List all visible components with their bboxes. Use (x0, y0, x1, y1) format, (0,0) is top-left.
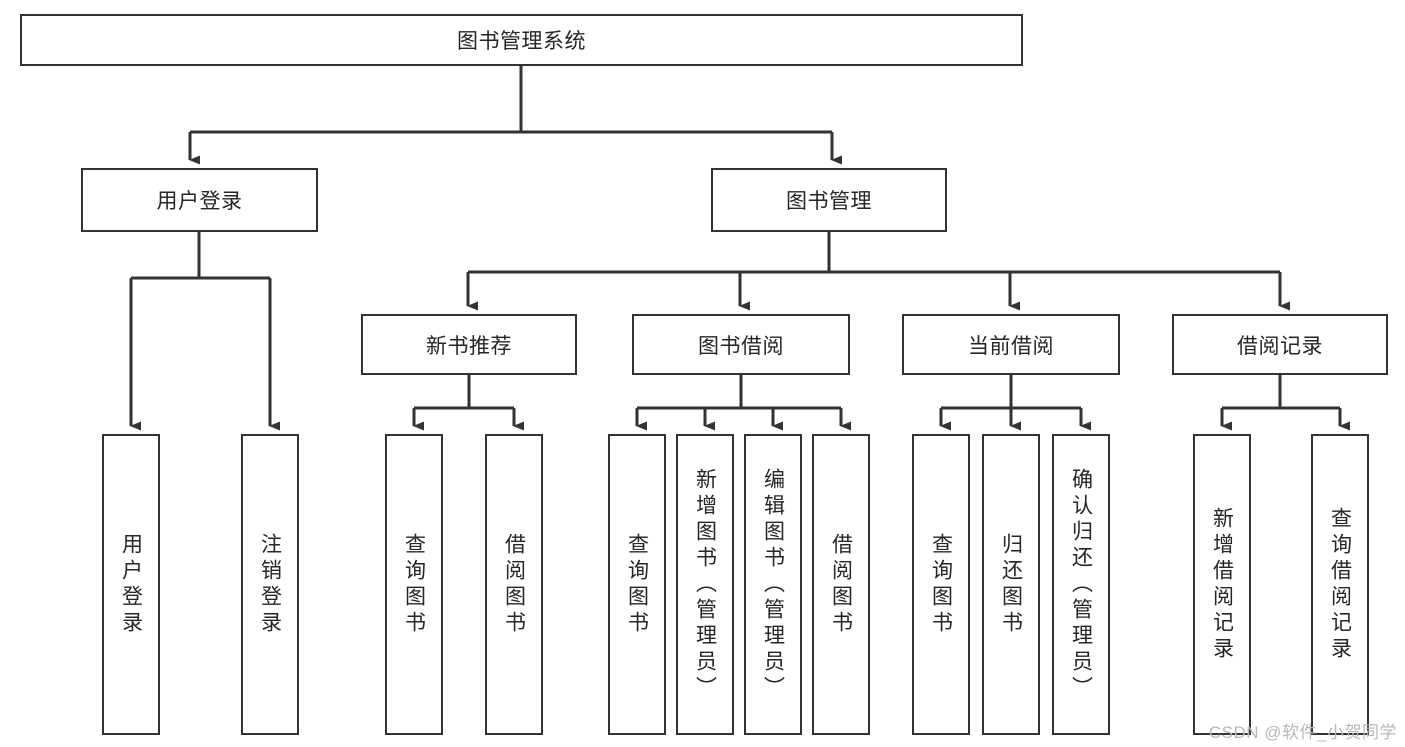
node-book-management[interactable]: 图书管理 (711, 168, 947, 232)
node-leaf-logout[interactable]: 注销登录 (241, 434, 299, 735)
node-leaf-query-record[interactable]: 查询借阅记录 (1311, 434, 1369, 735)
node-label: 注销登录 (258, 532, 282, 637)
node-label: 编辑图书（管理员） (761, 467, 785, 702)
node-root-book-management-system[interactable]: 图书管理系统 (20, 14, 1023, 66)
node-label: 归还图书 (999, 532, 1023, 637)
node-leaf-add-book[interactable]: 新增图书（管理员） (676, 434, 734, 735)
node-label: 借阅图书 (502, 532, 526, 637)
node-label: 新增借阅记录 (1210, 506, 1234, 663)
node-leaf-borrow-book-1[interactable]: 借阅图书 (485, 434, 543, 735)
node-label: 查询借阅记录 (1328, 506, 1352, 663)
node-label: 图书借阅 (698, 334, 784, 358)
node-label: 当前借阅 (968, 334, 1054, 358)
node-label: 新书推荐 (426, 334, 512, 358)
node-label: 用户登录 (156, 190, 243, 213)
node-leaf-confirm-return[interactable]: 确认归还（管理员） (1052, 434, 1110, 735)
node-label: 查询图书 (402, 532, 426, 637)
node-label: 图书管理系统 (457, 30, 586, 53)
node-current-borrow[interactable]: 当前借阅 (902, 314, 1120, 375)
node-label: 查询图书 (929, 532, 953, 637)
node-label: 借阅记录 (1237, 334, 1323, 358)
node-leaf-user-login[interactable]: 用户登录 (102, 434, 160, 735)
node-leaf-add-record[interactable]: 新增借阅记录 (1193, 434, 1251, 735)
node-borrow-record[interactable]: 借阅记录 (1172, 314, 1388, 375)
watermark: CSDN @软件_小贺同学 (1208, 723, 1397, 742)
node-book-borrow[interactable]: 图书借阅 (632, 314, 850, 375)
node-user-login[interactable]: 用户登录 (81, 168, 318, 232)
node-leaf-return-book[interactable]: 归还图书 (982, 434, 1040, 735)
node-leaf-query-book-1[interactable]: 查询图书 (385, 434, 443, 735)
node-leaf-edit-book[interactable]: 编辑图书（管理员） (744, 434, 802, 735)
node-leaf-borrow-book-2[interactable]: 借阅图书 (812, 434, 870, 735)
node-leaf-query-book-2[interactable]: 查询图书 (608, 434, 666, 735)
node-label: 图书管理 (786, 190, 872, 213)
node-label: 确认归还（管理员） (1069, 467, 1093, 702)
node-new-book-recommend[interactable]: 新书推荐 (361, 314, 577, 375)
node-label: 用户登录 (119, 532, 143, 637)
node-label: 借阅图书 (829, 532, 853, 637)
node-label: 查询图书 (625, 532, 649, 637)
node-leaf-query-book-3[interactable]: 查询图书 (912, 434, 970, 735)
node-label: 新增图书（管理员） (693, 467, 717, 702)
